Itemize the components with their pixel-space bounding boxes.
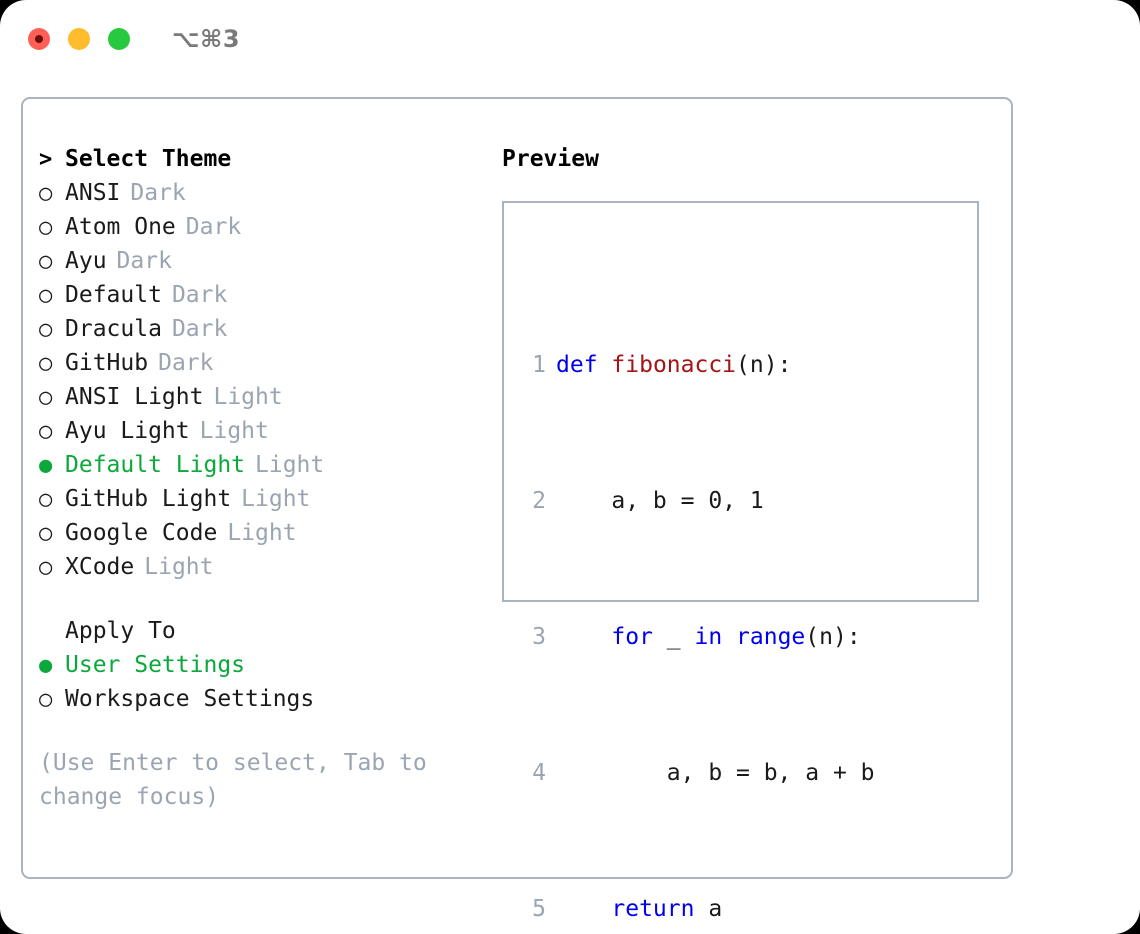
theme-mode-tag: Dark	[171, 282, 228, 308]
radio-unselected-icon: ○	[39, 215, 53, 240]
code-token: in	[694, 624, 723, 650]
code-line: 2 a, b = 0, 1	[520, 484, 916, 518]
theme-name: Google Code	[65, 520, 218, 546]
code-token	[556, 896, 611, 922]
theme-option-ansi-dark[interactable]: ○ ANSI Dark	[39, 176, 479, 210]
code-token: a	[694, 896, 723, 922]
theme-name: Ayu Light	[65, 418, 190, 444]
code-token	[556, 624, 611, 650]
theme-option-ayu-light[interactable]: ○ Ayu Light Light	[39, 414, 479, 448]
code-token: for	[611, 624, 653, 650]
code-token: range	[736, 624, 806, 650]
theme-mode-tag: Light	[199, 418, 269, 444]
theme-name: Default	[65, 282, 162, 308]
theme-option-github-dark[interactable]: ○ GitHub Dark	[39, 346, 479, 380]
section-spacer	[39, 584, 479, 614]
code-line: 4 a, b = b, a + b	[520, 756, 916, 790]
line-number: 5	[532, 896, 546, 922]
preview-title: Preview	[502, 146, 599, 172]
radio-unselected-icon: ○	[39, 385, 53, 410]
theme-option-github-light[interactable]: ○ GitHub Light Light	[39, 482, 479, 516]
theme-name: Ayu	[65, 248, 107, 274]
code-token: (n):	[805, 624, 861, 650]
code-token: _	[652, 624, 695, 650]
radio-unselected-icon: ○	[39, 419, 53, 444]
radio-selected-icon: ●	[39, 453, 53, 478]
code-token: fibonacci	[611, 352, 737, 378]
title-bar: ⌥⌘3	[0, 0, 1140, 78]
radio-unselected-icon: ○	[39, 521, 53, 546]
theme-name: Dracula	[65, 316, 162, 342]
code-token: a, b = b, a + b	[556, 760, 875, 786]
theme-option-dracula-dark[interactable]: ○ Dracula Dark	[39, 312, 479, 346]
theme-mode-tag: Dark	[171, 316, 228, 342]
theme-name: Default Light	[65, 452, 246, 478]
apply-to-option-workspace-settings[interactable]: ○ Workspace Settings	[39, 682, 479, 716]
theme-option-ansi-light[interactable]: ○ ANSI Light Light	[39, 380, 479, 414]
theme-mode-tag: Dark	[185, 214, 242, 240]
caret-icon: >	[39, 147, 53, 172]
radio-selected-icon: ●	[39, 653, 53, 678]
radio-unselected-icon: ○	[39, 687, 53, 712]
apply-to-option-user-settings[interactable]: ● User Settings	[39, 648, 479, 682]
theme-option-google-code[interactable]: ○ Google Code Light	[39, 516, 479, 550]
theme-mode-tag: Light	[144, 554, 214, 580]
theme-option-ayu-dark[interactable]: ○ Ayu Dark	[39, 244, 479, 278]
line-number: 4	[532, 760, 546, 786]
code-token: a, b = 0, 1	[556, 488, 764, 514]
theme-name: GitHub Light	[65, 486, 232, 512]
radio-unselected-icon: ○	[39, 317, 53, 342]
code-line: 1 def fibonacci(n):	[520, 348, 916, 382]
minimize-button[interactable]	[68, 28, 90, 50]
apply-to-title: Apply To	[65, 618, 176, 644]
theme-name: GitHub	[65, 350, 149, 376]
maximize-button[interactable]	[108, 28, 130, 50]
code-token	[722, 624, 736, 650]
code-line: 3 for _ in range(n):	[520, 620, 916, 654]
theme-mode-tag: Dark	[158, 350, 214, 376]
theme-name: XCode	[65, 554, 135, 580]
apply-to-header: Apply To	[39, 614, 479, 648]
radio-unselected-icon: ○	[39, 249, 53, 274]
theme-mode-tag: Dark	[130, 180, 186, 206]
theme-option-atom-one-dark[interactable]: ○ Atom One Dark	[39, 210, 479, 244]
theme-option-default-dark[interactable]: ○ Default Dark	[39, 278, 479, 312]
radio-unselected-icon: ○	[39, 555, 53, 580]
select-theme-title: Select Theme	[65, 146, 232, 172]
code-token: def	[556, 352, 598, 378]
select-theme-header: > Select Theme	[39, 142, 479, 176]
code-line: 5 return a	[520, 892, 916, 926]
code-token: (n):	[736, 352, 792, 378]
apply-to-option-label: Workspace Settings	[65, 686, 315, 712]
theme-mode-tag: Dark	[116, 248, 172, 274]
theme-mode-tag: Light	[241, 486, 311, 512]
line-number: 2	[532, 488, 546, 514]
radio-unselected-icon: ○	[39, 351, 53, 376]
window-controls	[28, 28, 148, 50]
theme-option-xcode[interactable]: ○ XCode Light	[39, 550, 479, 584]
radio-unselected-icon: ○	[39, 487, 53, 512]
code-token	[598, 352, 612, 378]
radio-unselected-icon: ○	[39, 283, 53, 308]
apply-to-option-label: User Settings	[65, 652, 246, 678]
line-number: 3	[532, 624, 546, 650]
keyboard-shortcut-label: ⌥⌘3	[172, 25, 241, 53]
theme-mode-tag: Light	[213, 384, 283, 410]
keyboard-hint-text: (Use Enter to select, Tab to change focu…	[39, 750, 427, 810]
theme-mode-tag: Light	[227, 520, 297, 546]
line-number: 1	[532, 352, 546, 378]
theme-name: ANSI	[65, 180, 121, 206]
code-token: return	[611, 896, 695, 922]
theme-mode-tag: Light	[255, 452, 325, 478]
theme-name: Atom One	[65, 214, 176, 240]
radio-unselected-icon: ○	[39, 181, 53, 206]
theme-option-default-light[interactable]: ● Default Light Light	[39, 448, 479, 482]
close-button[interactable]	[28, 28, 50, 50]
theme-name: ANSI Light	[65, 384, 204, 410]
